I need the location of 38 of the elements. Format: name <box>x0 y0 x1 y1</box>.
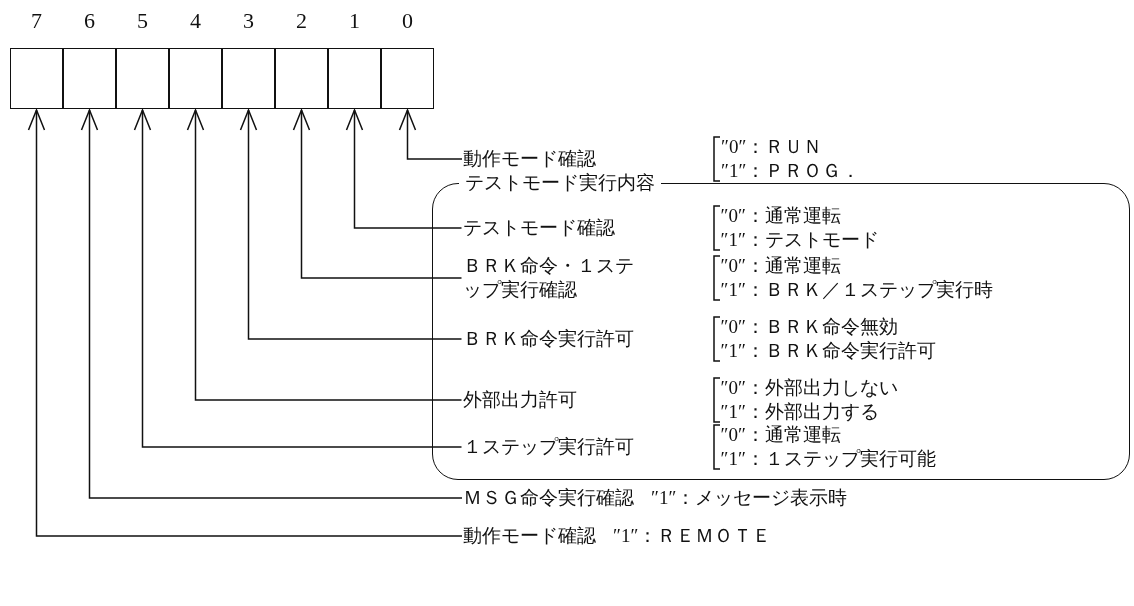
bit-label: ＢＲＫ命令・１ステップ実行確認 <box>462 253 643 302</box>
arrow <box>186 109 463 401</box>
value-text: ″1″：外部出力する <box>720 399 880 424</box>
value-text: ″0″：ＢＲＫ命令無効 <box>720 314 899 339</box>
value-text: ″1″：メッセージ表示時 <box>651 486 848 510</box>
bit-label: 動作モード確認 <box>463 147 596 171</box>
value-text: ″1″：ＰＲＯＧ． <box>721 159 861 183</box>
bit-number: 1 <box>348 8 361 34</box>
bit-number: 3 <box>242 8 255 34</box>
value-text: ″0″：ＲＵＮ <box>721 135 824 159</box>
bit-label: １ステップ実行許可 <box>462 434 634 459</box>
bit-number: 0 <box>401 8 414 34</box>
bit-number: 5 <box>136 8 149 34</box>
arrow <box>133 109 463 448</box>
value-text: ″0″：通常運転 <box>720 422 842 447</box>
bit-number: 2 <box>295 8 308 34</box>
value-text: ″1″：１ステップ実行可能 <box>720 446 936 471</box>
bit-label: 動作モード確認 <box>463 524 596 548</box>
bit-number: 7 <box>30 8 43 34</box>
value-text: ″0″：通常運転 <box>720 203 842 228</box>
arrow <box>398 109 463 160</box>
bit-label: テストモード確認 <box>462 215 615 240</box>
value-text: ″1″：テストモード <box>720 227 879 252</box>
arrow <box>239 109 463 340</box>
bit-label: 外部出力許可 <box>462 387 577 412</box>
value-text: ″0″：外部出力しない <box>720 375 898 400</box>
bit-label: ＢＲＫ命令実行許可 <box>462 326 634 351</box>
arrow <box>27 109 463 537</box>
arrow <box>345 109 463 229</box>
arrow <box>80 109 463 499</box>
value-text: ″0″：通常運転 <box>720 253 842 278</box>
value-text: ″1″：ＢＲＫ命令実行許可 <box>720 338 936 363</box>
bit-label: ＭＳＧ命令実行確認 <box>463 486 634 510</box>
value-text: ″1″：ＲＥＭＯＴＥ <box>613 524 772 548</box>
arrow <box>292 109 463 279</box>
value-text: ″1″：ＢＲＫ／１ステップ実行時 <box>720 277 993 302</box>
bit-number: 6 <box>83 8 96 34</box>
bit-number: 4 <box>189 8 202 34</box>
